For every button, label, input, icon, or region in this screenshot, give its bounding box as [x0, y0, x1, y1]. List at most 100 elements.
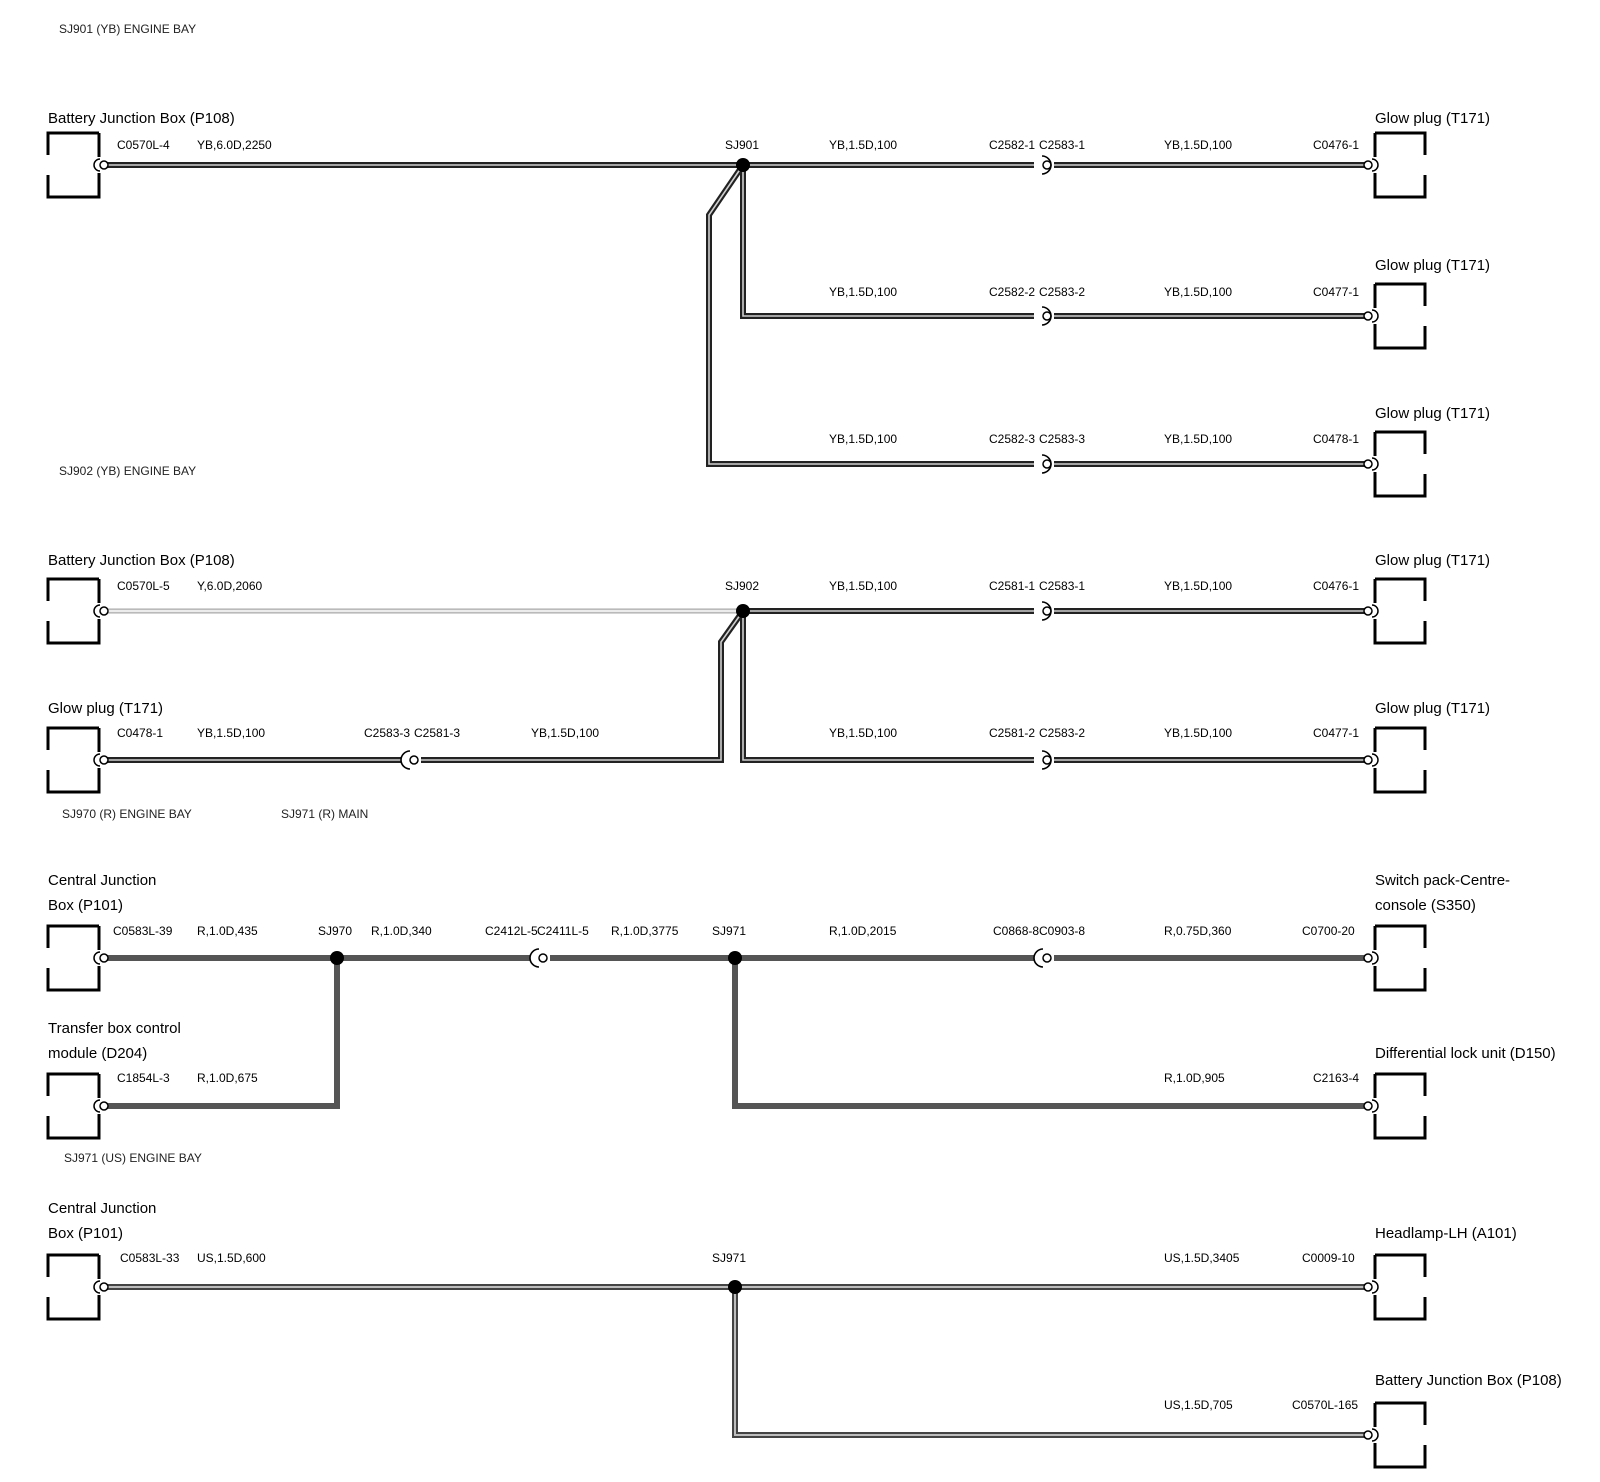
terminal-arc [1371, 951, 1379, 965]
connector-label: C2411L-5 [537, 924, 589, 938]
wire-spec-label: YB,1.5D,100 [829, 138, 897, 152]
splice-label: SJ971 [712, 1251, 746, 1265]
connector-label: C2581-3 [414, 726, 460, 740]
component-box [46, 1253, 101, 1321]
component-box [1373, 1401, 1427, 1469]
splice-label: SJ971 [712, 924, 746, 938]
terminal-pin [99, 606, 109, 616]
connector-label: C2582-2 [989, 285, 1035, 299]
splice-label: SJ902 [725, 579, 759, 593]
terminal-pin [1363, 1101, 1373, 1111]
terminal-arc [93, 951, 101, 965]
component-title-switch-pack-line2: console (S350) [1375, 897, 1476, 914]
component-title-central-junction-box: Central Junction [48, 872, 156, 889]
component-box [46, 726, 101, 794]
component-title-transfer-box-module-line2: module (D204) [48, 1045, 147, 1062]
component-title-battery-junction-box: Battery Junction Box (P108) [48, 110, 235, 127]
connector-label: C2581-1 [989, 579, 1035, 593]
splice-points-layer [330, 158, 750, 1294]
component-title-transfer-box-module: Transfer box control [48, 1020, 181, 1037]
component-title-glow-plug: Glow plug (T171) [1375, 257, 1490, 274]
connector-symbols-layer [93, 155, 1379, 1442]
component-title-headlamp-lh: Headlamp-LH (A101) [1375, 1225, 1517, 1242]
component-title-central-junction-box-line2: Box (P101) [48, 1225, 123, 1242]
terminal-pin [99, 755, 109, 765]
wire-spec-label: US,1.5D,3405 [1164, 1251, 1240, 1265]
component-box [1373, 924, 1427, 992]
terminal-arc [1371, 604, 1379, 618]
connector-label: C2583-2 [1039, 726, 1085, 740]
connector-label: C2582-3 [989, 432, 1035, 446]
connector-label: C0478-1 [117, 726, 163, 740]
connector-label: C0570L-4 [117, 138, 170, 152]
wire-spec-label: R,1.0D,675 [197, 1071, 258, 1085]
terminal-arc [1371, 753, 1379, 767]
wire-spec-label: YB,1.5D,100 [829, 285, 897, 299]
component-box [46, 1072, 101, 1140]
terminal-pin [1363, 311, 1373, 321]
wire-spec-label: Y,6.0D,2060 [197, 579, 262, 593]
component-title-battery-junction-box: Battery Junction Box (P108) [48, 552, 235, 569]
terminal-pin [1363, 755, 1373, 765]
terminal-arc [93, 753, 101, 767]
terminal-pin [1363, 1282, 1373, 1292]
terminal-arc [1371, 457, 1379, 471]
terminal-pin [99, 1282, 109, 1292]
connector-label: C0868-8 [993, 924, 1039, 938]
component-box [1373, 282, 1427, 350]
wire-spec-label: R,1.0D,3775 [611, 924, 679, 938]
component-box [1373, 1253, 1427, 1321]
wire-r [106, 958, 340, 1109]
connector-label: C0583L-39 [113, 924, 173, 938]
component-title-central-junction-box-line2: Box (P101) [48, 897, 123, 914]
component-box [46, 577, 101, 645]
connector-label: C0009-10 [1302, 1251, 1355, 1265]
terminal-pin [1363, 1430, 1373, 1440]
component-title-glow-plug: Glow plug (T171) [1375, 700, 1490, 717]
connector-label: C2581-2 [989, 726, 1035, 740]
connector-label: C2583-1 [1039, 138, 1085, 152]
wire-spec-label: R,1.0D,2015 [829, 924, 897, 938]
terminal-arc [93, 158, 101, 172]
connector-label: C0477-1 [1313, 726, 1359, 740]
component-box [1373, 131, 1427, 199]
terminal-arc [93, 604, 101, 618]
splice-point [736, 158, 750, 172]
wire-us-stripe [734, 1287, 1365, 1436]
section-label-sj901: SJ901 (YB) ENGINE BAY [59, 22, 196, 36]
inline-connector-shell [1041, 155, 1052, 175]
wire-spec-label: US,1.5D,705 [1164, 1398, 1233, 1412]
connector-label: C0476-1 [1313, 579, 1359, 593]
terminal-arc [93, 1280, 101, 1294]
wire-spec-label: YB,1.5D,100 [829, 579, 897, 593]
terminal-pin [1363, 953, 1373, 963]
component-title-glow-plug: Glow plug (T171) [1375, 110, 1490, 127]
terminal-arc [1371, 309, 1379, 323]
connector-label: C2583-3 [364, 726, 410, 740]
connector-label: C0476-1 [1313, 138, 1359, 152]
connector-label: C2583-3 [1039, 432, 1085, 446]
wire-spec-label: R,1.0D,435 [197, 924, 258, 938]
wire-r [732, 958, 1365, 1109]
inline-connector-shell [1041, 750, 1052, 770]
inline-connector-pin [1042, 953, 1052, 963]
wire-yb-stripe [742, 611, 1365, 761]
terminal-arc [1371, 158, 1379, 172]
wire-spec-label: YB,6.0D,2250 [197, 138, 272, 152]
wire-yb-stripe [742, 165, 1365, 317]
connector-label: C2583-2 [1039, 285, 1085, 299]
terminal-pin [99, 160, 109, 170]
terminal-pin [1363, 160, 1373, 170]
section-label-sj902: SJ902 (YB) ENGINE BAY [59, 464, 196, 478]
component-title-central-junction-box: Central Junction [48, 1200, 156, 1217]
wire-us [732, 1287, 1365, 1438]
connector-label: C2583-1 [1039, 579, 1085, 593]
splice-point [728, 951, 742, 965]
connector-label: C2582-1 [989, 138, 1035, 152]
section-label-sj970: SJ970 (R) ENGINE BAY [62, 807, 192, 821]
component-boxes-layer [46, 131, 1427, 1469]
connector-label: C2412L-5 [485, 924, 538, 938]
section-label-sj971-us: SJ971 (US) ENGINE BAY [64, 1151, 202, 1165]
connector-label: C0477-1 [1313, 285, 1359, 299]
component-box [1373, 430, 1427, 498]
